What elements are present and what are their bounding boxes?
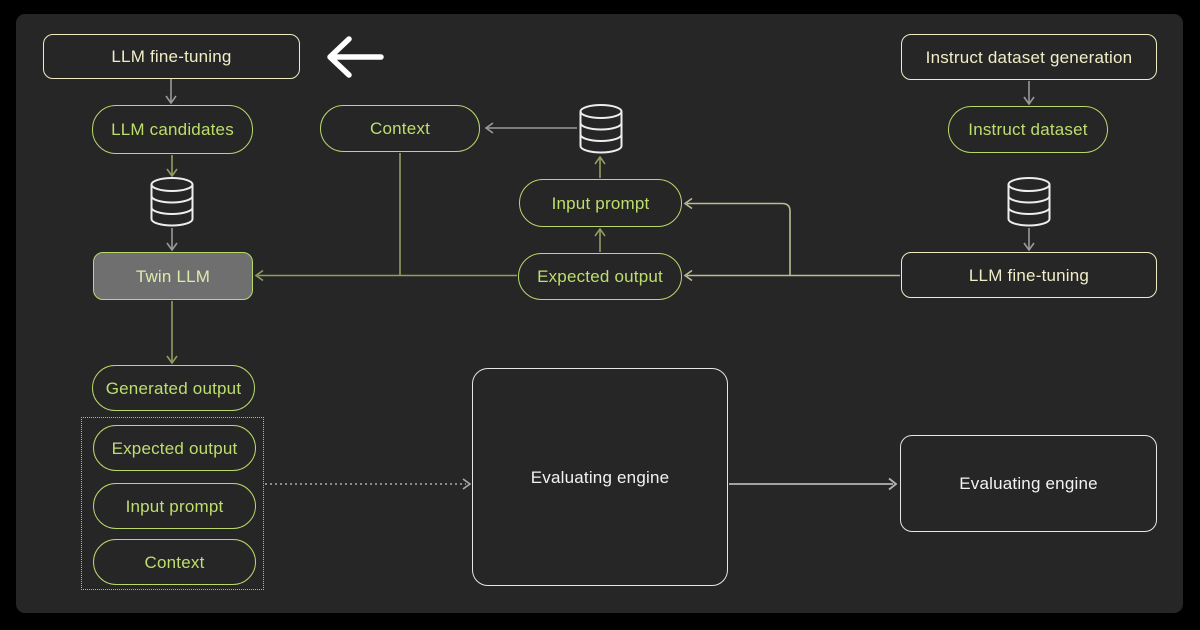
node-evaluating-engine-right: Evaluating engine: [900, 435, 1157, 532]
dotted-arrow-group-to-engine: [265, 478, 472, 490]
diagram-panel: [16, 14, 1183, 613]
node-group-input-prompt: Input prompt: [93, 483, 256, 529]
node-label: LLM fine-tuning: [968, 265, 1090, 285]
arrow-expected-to-twinllm: [254, 269, 517, 282]
node-instruct-dataset: Instruct dataset: [948, 106, 1108, 153]
node-label: Context: [370, 119, 430, 138]
arrow-db-to-finetune-right: [1023, 228, 1035, 252]
node-expected-output: Expected output: [518, 253, 682, 300]
sample-group-container: Expected output Input prompt Context: [81, 417, 264, 590]
node-generated-output: Generated output: [92, 365, 255, 411]
node-label: Expected output: [111, 438, 238, 458]
node-label: Generated output: [105, 378, 242, 398]
node-label: Context: [144, 552, 205, 572]
database-icon: [578, 104, 624, 154]
node-label: LLM fine-tuning: [111, 47, 232, 66]
arrow-engine-to-engine: [729, 477, 898, 491]
node-label: Input prompt: [125, 496, 224, 516]
node-llm-candidates: LLM candidates: [92, 105, 253, 154]
back-arrow-icon: [327, 36, 384, 78]
database-icon: [149, 177, 195, 227]
node-group-expected-output: Expected output: [93, 425, 256, 471]
node-evaluating-engine-main: Evaluating engine: [472, 368, 728, 586]
database-icon: [1006, 177, 1052, 227]
arrow-db-to-twinllm: [166, 228, 178, 252]
node-label: Twin LLM: [135, 266, 211, 286]
node-twin-llm: Twin LLM: [93, 252, 253, 300]
node-llm-fine-tuning-left: LLM fine-tuning: [43, 34, 300, 79]
node-label: Evaluating engine: [959, 474, 1098, 493]
node-llm-fine-tuning-right: LLM fine-tuning: [901, 252, 1157, 298]
node-label: Input prompt: [551, 193, 650, 213]
node-label: LLM candidates: [111, 120, 234, 139]
arrow-finetuneright-to-expected: [683, 269, 900, 282]
node-label: Instruct dataset: [968, 120, 1088, 139]
node-label: Expected output: [537, 267, 663, 286]
arrow-twinllm-to-generated: [166, 301, 178, 365]
arrow-expected-to-inputprompt: [594, 227, 606, 252]
arrow-inputprompt-to-db: [594, 155, 606, 178]
arrow-db-to-context: [484, 122, 577, 134]
arrow-candidates-to-db: [166, 155, 178, 178]
node-label: Evaluating engine: [530, 467, 670, 487]
node-context: Context: [320, 105, 480, 152]
node-label: Instruct dataset generation: [925, 47, 1133, 67]
arrow-finetuneright-to-inputprompt: [683, 197, 791, 276]
node-group-context: Context: [93, 539, 256, 585]
arrow-generation-to-dataset: [1023, 81, 1035, 106]
arrow-finetune-to-candidates: [165, 79, 177, 105]
node-input-prompt: Input prompt: [519, 179, 682, 227]
node-instruct-dataset-generation: Instruct dataset generation: [901, 34, 1157, 80]
